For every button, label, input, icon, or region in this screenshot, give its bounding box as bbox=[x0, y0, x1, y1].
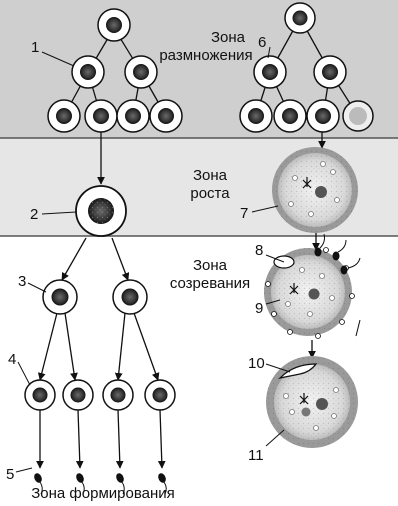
leader-lines bbox=[15, 46, 291, 473]
zone-label-growth-line2: роста bbox=[190, 185, 230, 202]
cell bbox=[42, 279, 78, 315]
spermatozoa bbox=[34, 473, 167, 495]
cell bbox=[97, 8, 131, 42]
arrows bbox=[36, 132, 326, 469]
cell bbox=[284, 2, 316, 34]
zone-label-reproduction-line2: размножения bbox=[159, 47, 252, 64]
cell bbox=[102, 379, 134, 411]
zone-label-maturation-line2: созревания bbox=[170, 275, 250, 292]
oocyte-mature bbox=[266, 356, 358, 448]
label-number-11: 11 bbox=[248, 447, 264, 464]
label-number-7: 7 bbox=[240, 205, 248, 222]
cell bbox=[149, 99, 183, 133]
cell bbox=[71, 55, 105, 89]
cell bbox=[47, 99, 81, 133]
label-number-1: 1 bbox=[31, 39, 39, 56]
label-number-10: 10 bbox=[248, 355, 265, 372]
label-number-3: 3 bbox=[18, 273, 26, 290]
cell bbox=[313, 55, 347, 89]
label-number-6: 6 bbox=[258, 34, 266, 51]
label-number-4: 4 bbox=[8, 351, 16, 368]
label-number-5: 5 bbox=[6, 466, 14, 483]
cell bbox=[306, 99, 340, 133]
cell bbox=[62, 379, 94, 411]
zone-label-growth-line1: Зона bbox=[193, 167, 228, 184]
cell bbox=[253, 55, 287, 89]
cell bbox=[24, 379, 56, 411]
cell bbox=[84, 99, 118, 133]
cell bbox=[124, 55, 158, 89]
label-number-8: 8 bbox=[255, 242, 263, 259]
cell bbox=[239, 99, 273, 133]
cell bbox=[273, 99, 307, 133]
cell bbox=[112, 279, 148, 315]
cell bbox=[144, 379, 176, 411]
cell bbox=[342, 100, 374, 132]
label-number-2: 2 bbox=[30, 206, 38, 223]
cell-primary-spermatocyte bbox=[75, 185, 127, 237]
oocyte-fertilization bbox=[264, 233, 361, 339]
zone-label-reproduction-line1: Зона bbox=[211, 29, 246, 46]
cell bbox=[116, 99, 150, 133]
cells-reproduction bbox=[47, 2, 374, 133]
cells-maturation bbox=[24, 279, 176, 411]
oocyte-growth bbox=[272, 147, 358, 233]
zone-label-formation: Зона формирования bbox=[31, 485, 175, 502]
zone-label-maturation-line1: Зона bbox=[193, 257, 228, 274]
label-number-9: 9 bbox=[255, 300, 263, 317]
